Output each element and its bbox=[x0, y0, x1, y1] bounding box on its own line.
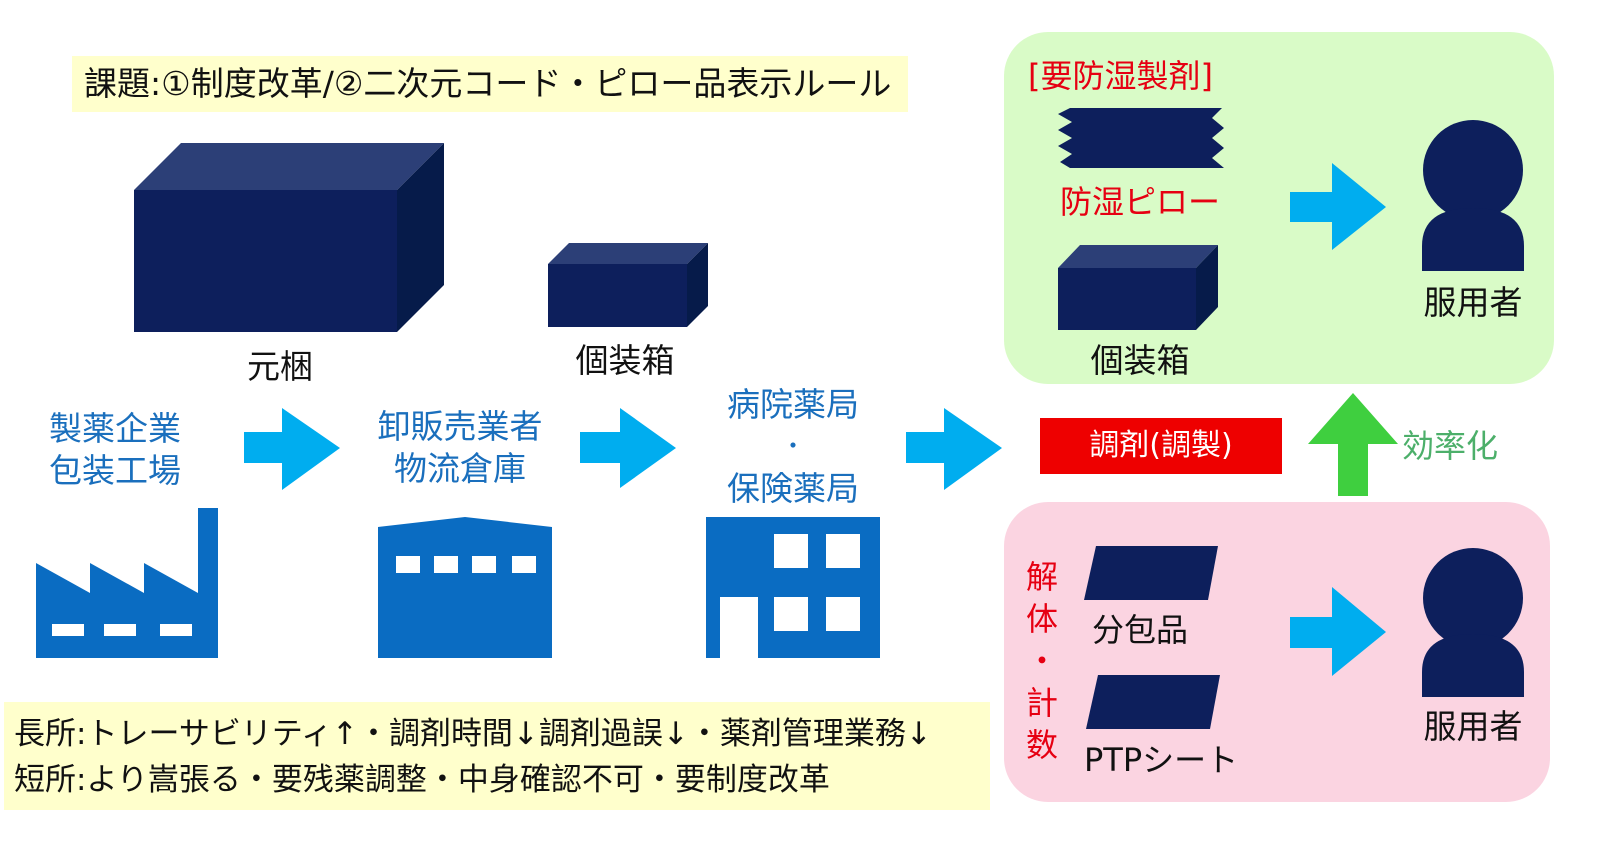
arrow-right-icon bbox=[244, 408, 340, 490]
pros-text: 長所:トレーサビリティ↑・調剤時間↓調剤過誤↓・薬剤管理業務↓ bbox=[14, 716, 932, 752]
dispense-badge: 調剤(調製) bbox=[1040, 418, 1282, 474]
wholesale-label-line1: 卸販売業者 bbox=[377, 407, 543, 446]
green-box-label: 個装箱 bbox=[1090, 341, 1190, 380]
unpack-vertical-label: 解 体 ・ 計 数 bbox=[1022, 556, 1062, 766]
notes-box bbox=[4, 702, 990, 810]
warehouse-icon bbox=[378, 517, 552, 658]
arrow-up-icon bbox=[1308, 393, 1398, 496]
unit-dose-label: 分包品 bbox=[1092, 611, 1189, 649]
individual-box-icon bbox=[1058, 245, 1218, 330]
efficiency-label: 効率化 bbox=[1402, 427, 1499, 465]
unpack-char: 計 bbox=[1025, 684, 1058, 722]
pharmacy-label-line1: 病院薬局 bbox=[727, 385, 859, 424]
pharmacy-label-dot: ・ bbox=[781, 432, 805, 460]
individual-box-icon bbox=[548, 243, 708, 327]
pillow-pack-icon bbox=[1058, 108, 1224, 168]
shipping-carton-icon bbox=[134, 143, 444, 332]
arrow-right-icon bbox=[580, 408, 676, 488]
unpack-char: ・ bbox=[1025, 642, 1058, 680]
cons-text: 短所:より嵩張る・要残薬調整・中身確認不可・要制度改革 bbox=[14, 762, 830, 798]
ptp-label: PTPシート bbox=[1084, 741, 1239, 779]
building-icon bbox=[706, 517, 880, 658]
unit-dose-package-icon bbox=[1084, 546, 1218, 600]
individual-box-label: 個装箱 bbox=[575, 341, 675, 380]
shipping-carton-label: 元梱 bbox=[247, 347, 313, 386]
arrow-right-icon bbox=[906, 408, 1002, 490]
person-icon bbox=[1422, 120, 1524, 271]
arrow-right-icon bbox=[1290, 587, 1386, 676]
wholesale-label-line2: 物流倉庫 bbox=[394, 449, 526, 488]
pharma-label-line2: 包装工場 bbox=[49, 451, 181, 490]
pharmacy-label-line2: 保険薬局 bbox=[727, 469, 859, 508]
moisture-proof-title: [要防湿製剤] bbox=[1028, 57, 1213, 95]
person-icon bbox=[1422, 548, 1524, 697]
pillow-label: 防湿ピロー bbox=[1059, 183, 1220, 221]
patient-label: 服用者 bbox=[1423, 707, 1523, 746]
factory-icon bbox=[36, 508, 218, 658]
issues-box bbox=[72, 56, 908, 112]
unpack-char: 数 bbox=[1025, 726, 1058, 764]
arrow-right-icon bbox=[1290, 163, 1386, 250]
ptp-sheet-icon bbox=[1086, 675, 1220, 729]
pharma-label-line1: 製薬企業 bbox=[49, 409, 181, 448]
patient-label: 服用者 bbox=[1423, 283, 1523, 322]
unpack-char: 体 bbox=[1025, 600, 1058, 638]
unpack-char: 解 bbox=[1025, 558, 1058, 596]
issues-text: 課題:①制度改革/②二次元コード・ピロー品表示ルール bbox=[84, 64, 892, 103]
